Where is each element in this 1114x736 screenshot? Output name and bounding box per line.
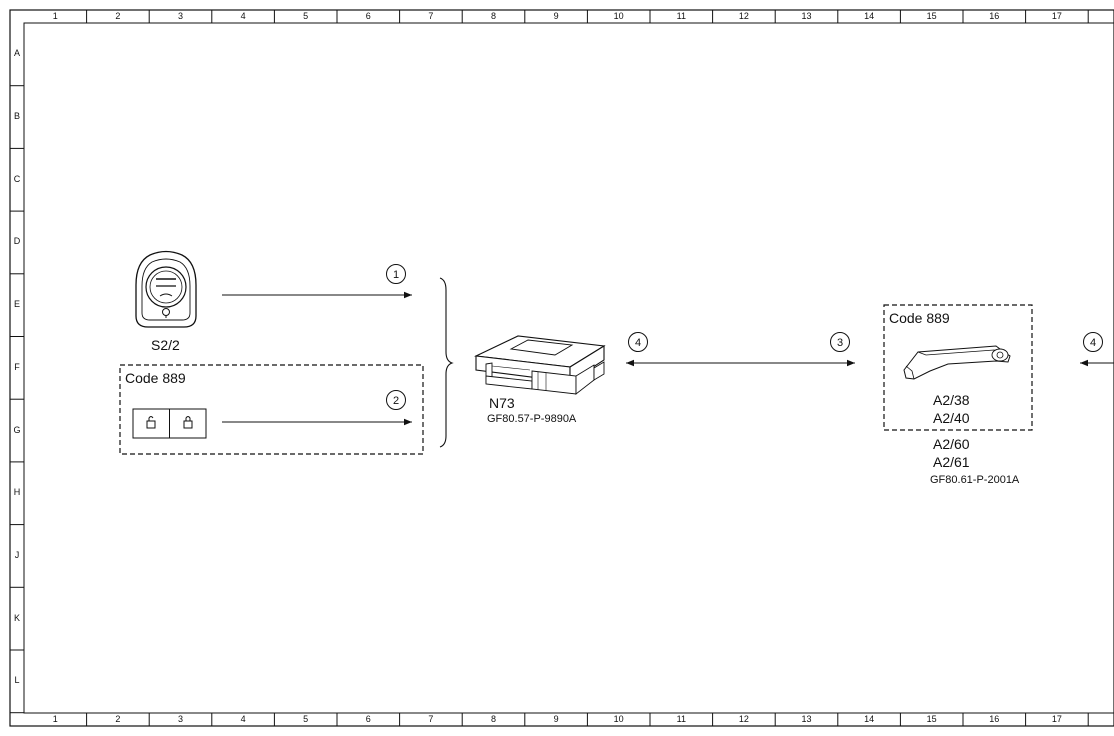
col-label-top: 13 (801, 11, 812, 21)
row-label: H (13, 487, 21, 498)
col-label-bottom: 15 (926, 714, 937, 724)
col-label-top: 16 (989, 11, 1000, 21)
col-label-top: 6 (365, 11, 371, 21)
col-label-bottom: 11 (676, 714, 686, 724)
key-icon (135, 250, 197, 328)
module-label: N73 (489, 395, 515, 411)
col-label-bottom: 4 (240, 714, 246, 724)
antenna-icon (903, 345, 1011, 380)
inner-frame (23, 22, 1114, 714)
col-label-bottom: 6 (365, 714, 371, 724)
lock-icon (183, 416, 193, 429)
col-label-bottom: 8 (490, 714, 496, 724)
callout-4-left: 4 (628, 332, 648, 352)
unlock-icon (146, 416, 156, 429)
col-label-top: 10 (613, 11, 624, 21)
row-label: A (13, 48, 20, 59)
callout-3: 3 (830, 332, 850, 352)
col-label-bottom: 2 (115, 714, 121, 724)
outer-frame (9, 9, 1114, 727)
grouping-brace (439, 277, 454, 448)
col-label-bottom: 9 (553, 714, 559, 724)
col-label-top: 5 (303, 11, 309, 21)
col-label-top: 4 (240, 11, 246, 21)
row-label: G (13, 424, 21, 435)
callout-4-right: 4 (1083, 332, 1103, 352)
col-label-bottom: 7 (428, 714, 434, 724)
col-label-bottom: 13 (801, 714, 812, 724)
col-label-top: 17 (1051, 11, 1062, 21)
col-label-top: 1 (52, 11, 58, 21)
antenna-extra-label-2: A2/61 (933, 454, 970, 470)
antenna-extra-label-1: A2/60 (933, 436, 970, 452)
row-label: F (14, 361, 20, 372)
row-label: D (13, 236, 21, 247)
remote-lock-buttons-icon (132, 408, 207, 439)
col-label-top: 15 (926, 11, 937, 21)
col-label-top: 12 (738, 11, 749, 21)
row-grid-lines (10, 85, 24, 714)
col-label-top: 7 (428, 11, 434, 21)
col-label-top: 8 (490, 11, 496, 21)
col-label-bottom: 10 (613, 714, 624, 724)
module-ref: GF80.57-P-9890A (487, 413, 577, 425)
col-label-bottom: 17 (1051, 714, 1062, 724)
col-label-top: 14 (864, 11, 875, 21)
code-889-box-right (883, 304, 1033, 431)
antenna-label-1: A2/38 (933, 392, 970, 408)
col-label-bottom: 12 (738, 714, 749, 724)
row-label: K (13, 612, 20, 623)
code-889-box-left (119, 364, 424, 455)
col-label-top: 11 (676, 11, 686, 21)
col-label-bottom: 5 (303, 714, 309, 724)
row-label: L (14, 675, 20, 686)
row-label: B (13, 111, 20, 122)
col-label-bottom: 16 (989, 714, 1000, 724)
col-label-top: 3 (177, 11, 183, 21)
antenna-label-2: A2/40 (933, 410, 970, 426)
control-module-icon (474, 335, 606, 395)
callout-2: 2 (386, 390, 406, 410)
col-label-bottom: 1 (52, 714, 58, 724)
col-label-bottom: 3 (177, 714, 183, 724)
col-label-top: 2 (115, 11, 121, 21)
key-label: S2/2 (151, 337, 180, 353)
row-label: E (13, 299, 20, 310)
column-grid-lines (86, 10, 1089, 726)
row-label: C (13, 173, 21, 184)
code-box-right-label: Code 889 (889, 310, 950, 326)
callout-1: 1 (386, 264, 406, 284)
row-label: J (14, 549, 20, 560)
code-box-left-label: Code 889 (125, 370, 186, 386)
col-label-bottom: 14 (864, 714, 875, 724)
antenna-ref: GF80.61-P-2001A (930, 474, 1020, 486)
col-label-top: 9 (553, 11, 559, 21)
